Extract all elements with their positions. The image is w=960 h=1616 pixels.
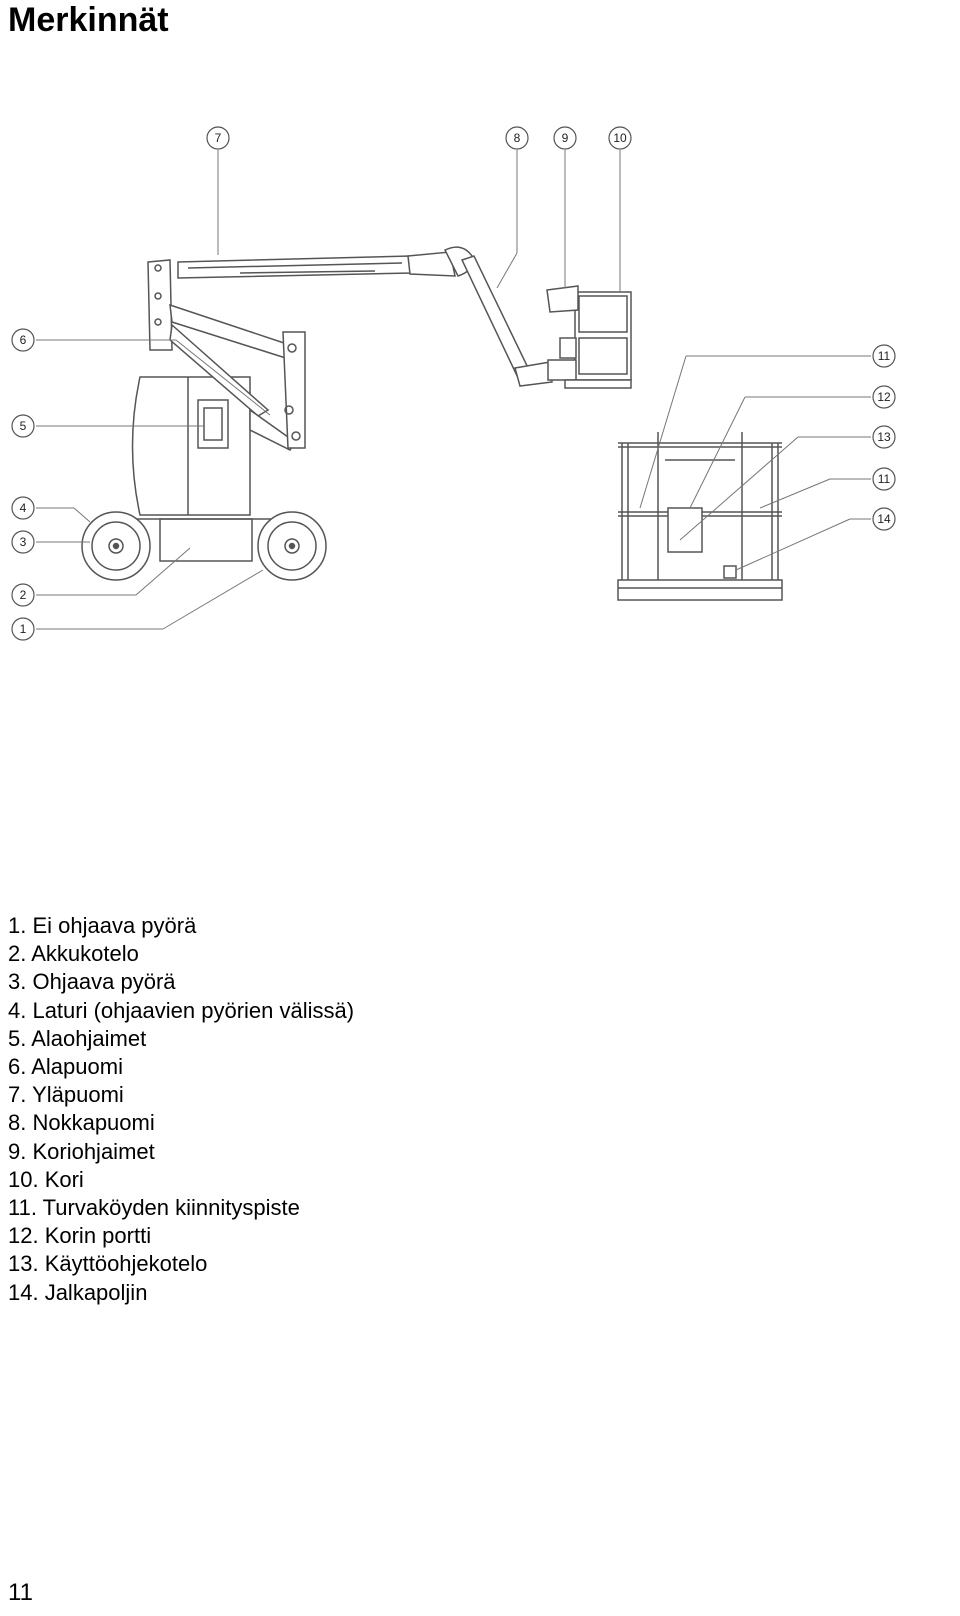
legend-item: 9. Koriohjaimet [8, 1138, 155, 1164]
svg-text:9: 9 [562, 131, 569, 145]
page-title: Merkinnät [8, 1, 169, 39]
page-number: 11 [8, 1579, 33, 1606]
callout-4: 4 [11, 496, 35, 520]
svg-text:14: 14 [877, 512, 891, 526]
legend-item: 2. Akkukotelo [8, 941, 139, 967]
legend-item: 3. Ohjaava pyörä [8, 969, 176, 995]
steer-wheel [81, 511, 151, 581]
non-steer-wheel [257, 511, 327, 581]
legend-item: 5. Alaohjaimet [8, 1025, 147, 1051]
svg-text:2: 2 [20, 588, 27, 602]
svg-text:12: 12 [877, 390, 891, 404]
legend-item: 11. Turvaköyden kiinnityspiste [8, 1195, 300, 1221]
platform-controls-box [546, 285, 579, 313]
lower-boom-post [147, 259, 173, 351]
callout-12: 12 [872, 385, 896, 409]
callout-2: 2 [11, 583, 35, 607]
jib-boom [460, 255, 533, 384]
callout-1: 1 [11, 617, 35, 641]
svg-text:5: 5 [20, 419, 27, 433]
platform-side [546, 285, 632, 389]
legend-list: 1. Ei ohjaava pyörä 2. Akkukotelo 3. Ohj… [8, 912, 354, 1307]
svg-text:13: 13 [877, 430, 891, 444]
svg-text:4: 4 [20, 501, 27, 515]
legend-item: 13. Käyttöohjekotelo [8, 1251, 208, 1277]
callout-11: 11 [872, 344, 896, 368]
ground-controls-box [197, 399, 229, 449]
boom-lift-diagram: 1 2 3 4 5 6 7 8 9 10 11 12 [11, 126, 896, 641]
legend-item: 7. Yläpuomi [8, 1082, 124, 1108]
callout-10: 10 [608, 126, 632, 150]
legend-item: 10. Kori [8, 1166, 84, 1192]
battery-box [159, 518, 253, 562]
callout-5: 5 [11, 414, 35, 438]
foot-pedal [723, 565, 737, 579]
callout-6: 6 [11, 328, 35, 352]
svg-text:10: 10 [613, 131, 627, 145]
svg-text:1: 1 [20, 622, 27, 636]
svg-text:6: 6 [20, 333, 27, 347]
svg-text:7: 7 [215, 131, 222, 145]
callout-3: 3 [11, 530, 35, 554]
turntable-body [131, 376, 251, 516]
legend-item: 12. Korin portti [8, 1223, 152, 1249]
legend-item: 1. Ei ohjaava pyörä [8, 913, 197, 938]
callout-7: 7 [206, 126, 230, 150]
callout-13: 13 [872, 425, 896, 449]
callout-11b: 11 [872, 467, 896, 491]
svg-text:8: 8 [514, 131, 521, 145]
callout-8: 8 [505, 126, 529, 150]
legend-item: 6. Alapuomi [8, 1054, 123, 1080]
callout-9: 9 [553, 126, 577, 150]
svg-text:3: 3 [20, 535, 27, 549]
svg-text:11: 11 [878, 349, 891, 363]
manual-box [667, 507, 703, 553]
callout-14: 14 [872, 507, 896, 531]
svg-text:11: 11 [878, 472, 891, 486]
legend-item: 8. Nokkapuomi [8, 1110, 155, 1136]
legend-item: 14. Jalkapoljin [8, 1279, 148, 1305]
legend-item: 4. Laturi (ohjaavien pyörien välissä) [8, 997, 355, 1023]
platform-front [617, 432, 783, 601]
